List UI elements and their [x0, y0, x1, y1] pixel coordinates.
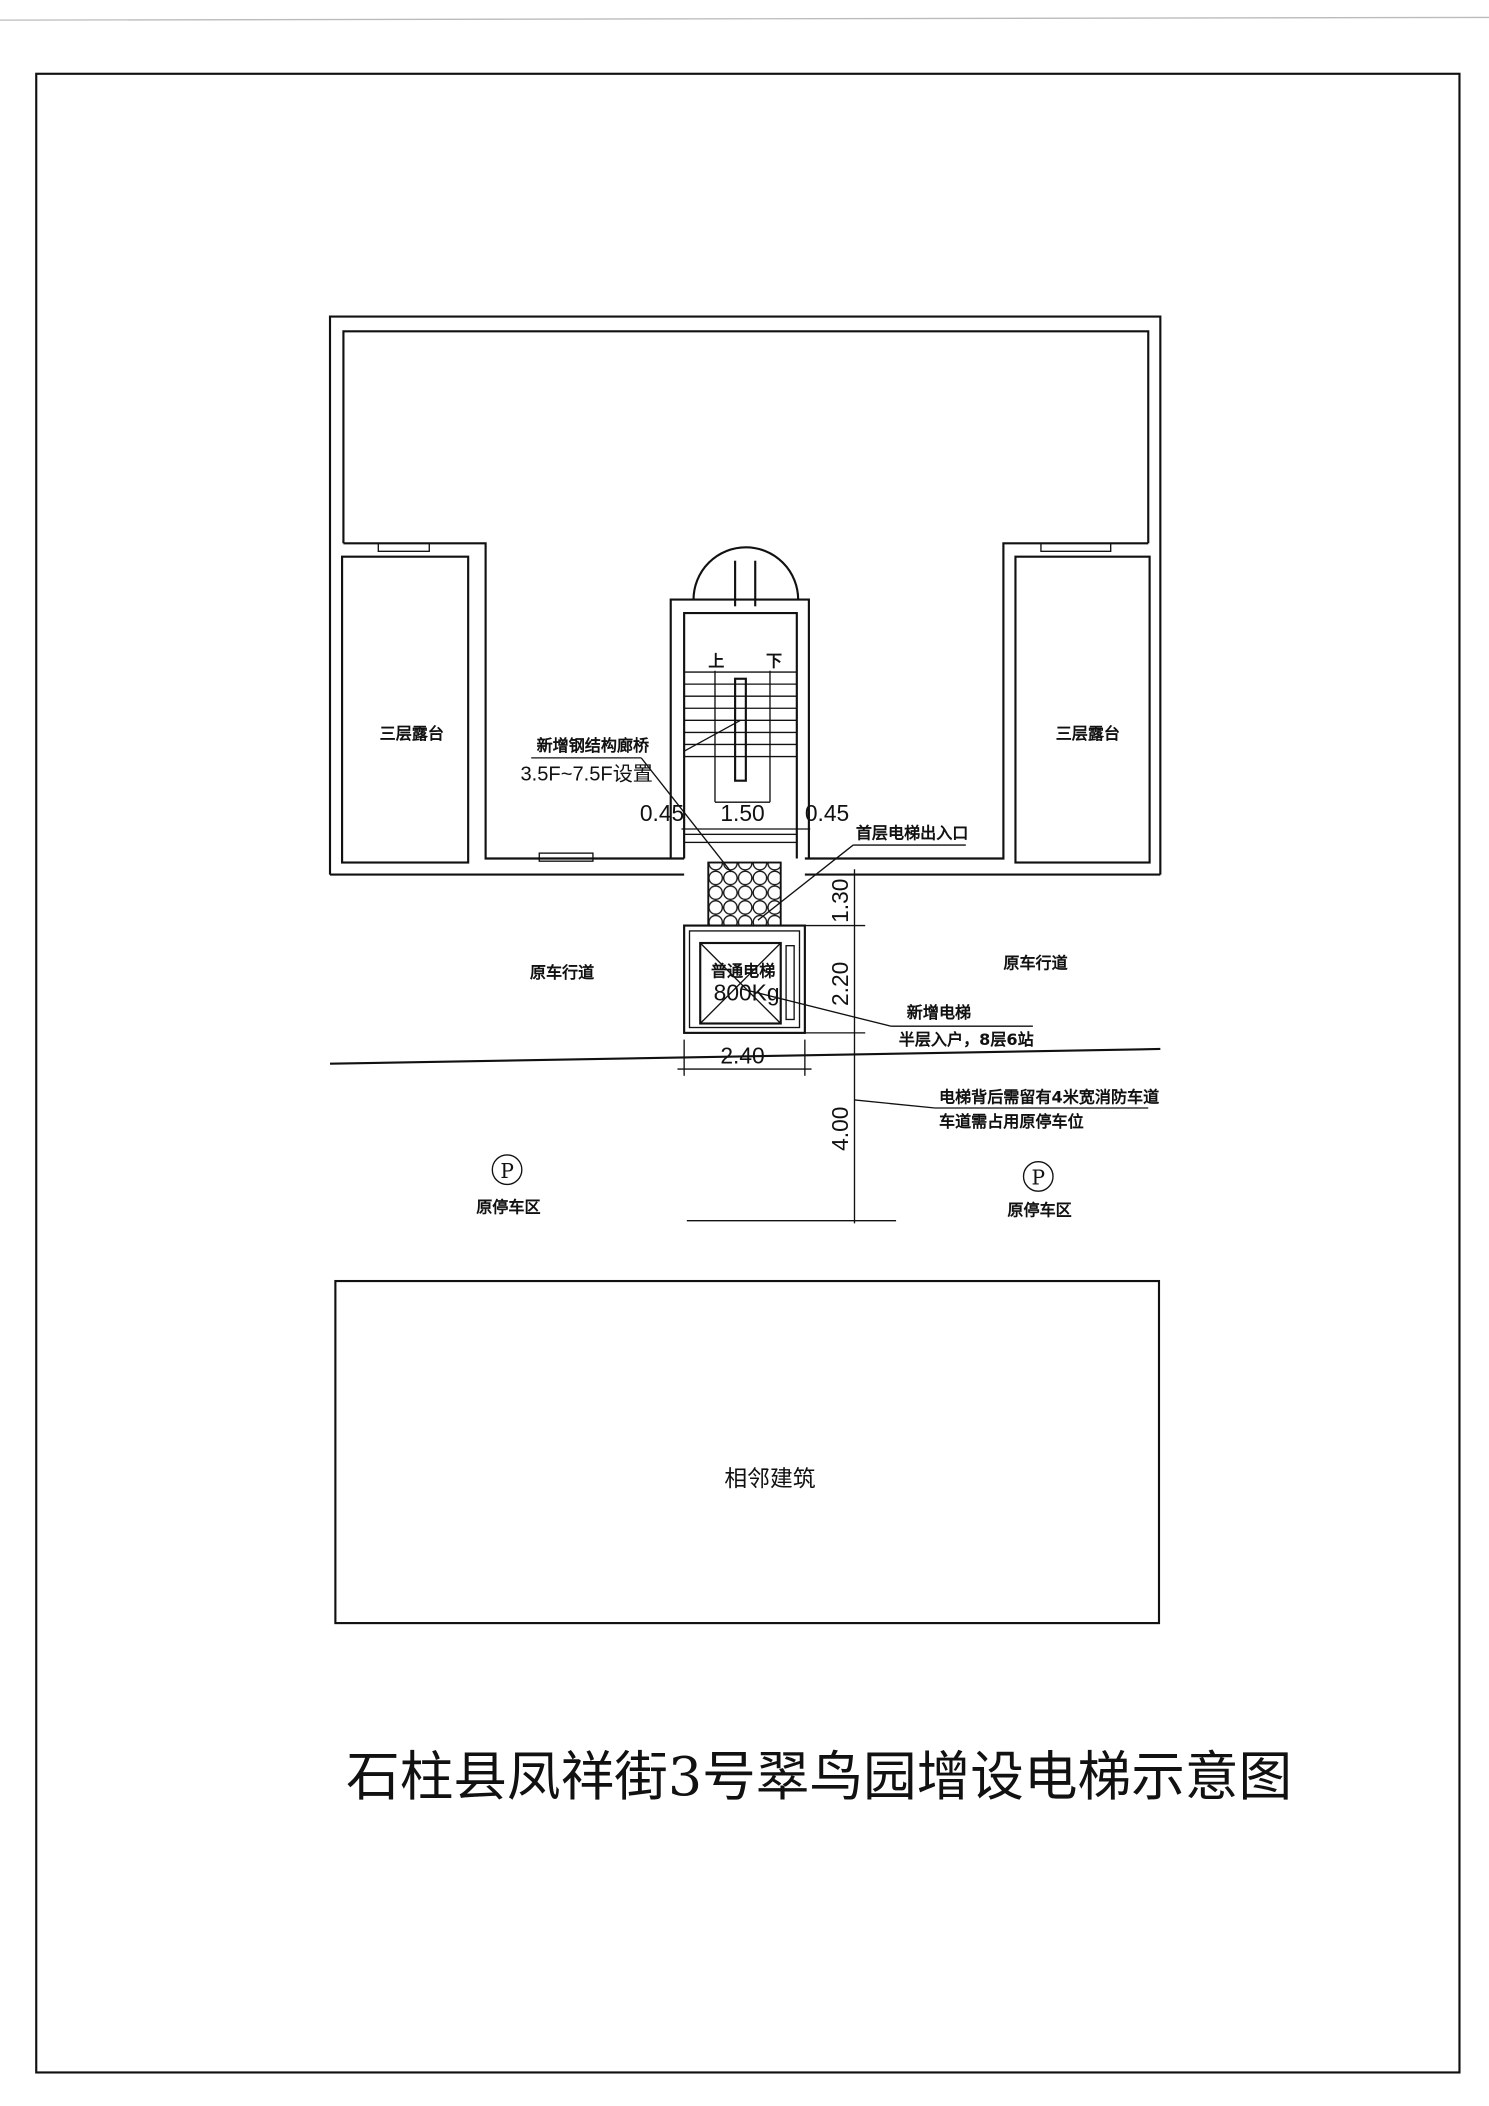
parking-icon-left [491, 1154, 523, 1186]
existing-building [328, 315, 1162, 876]
dim-elevator-width: 2.40 [720, 1043, 764, 1069]
parking-left-label: 原停车区 [476, 1198, 540, 1217]
parking-symbol-left: P [500, 1159, 514, 1183]
bridge-label: 新增钢结构廊桥 [537, 736, 650, 755]
stair-up-label: 上 [708, 652, 724, 671]
dim-stair-width: 1.50 [720, 800, 764, 826]
bridge-leader [640, 757, 732, 873]
drawing-title: 石柱县凤祥街3号翠鸟园增设电梯示意图 [346, 1745, 1292, 1808]
new-elevator [683, 924, 806, 1034]
fire-lane-leader [854, 1099, 936, 1109]
new-elevator-label: 新增电梯 [907, 1003, 971, 1022]
stair-tower [669, 546, 810, 859]
scan-edge [0, 16, 1489, 21]
dim-right-gap: 0.45 [805, 800, 849, 826]
dim-elevator-depth: 2.20 [827, 962, 853, 1006]
elevator-leader [740, 987, 891, 1027]
steel-bridge-hatch [707, 861, 782, 927]
fire-lane-note: 电梯背后需留有4米宽消防车道 [939, 1088, 1159, 1107]
drawing-frame [35, 72, 1461, 2074]
entrance-leader [757, 844, 854, 921]
parking-icon-right [1022, 1160, 1054, 1192]
elevator-load: 800Kg [714, 980, 780, 1006]
stair-treads [684, 671, 797, 758]
terrace-right-label: 三层露台 [1056, 724, 1120, 743]
elevator-type: 普通电梯 [711, 962, 775, 981]
dim-fire-lane: 4.00 [827, 1107, 853, 1151]
neighbor-building [334, 1279, 1161, 1625]
parking-use-note: 车道需占用原停车位 [939, 1112, 1084, 1131]
parking-right-label: 原停车区 [1007, 1200, 1071, 1219]
vertical-dimension [686, 869, 897, 1224]
entrance-label: 首层电梯出入口 [856, 823, 969, 842]
parking-symbol-right: P [1032, 1165, 1046, 1189]
stair-down-label: 下 [766, 652, 782, 671]
bridge-floors: 3.5F~7.5F设置 [520, 763, 652, 786]
road-right-label: 原车行道 [1003, 953, 1067, 972]
new-elevator-detail: 半层入户，8层6站 [899, 1030, 1034, 1049]
road-edge [329, 1047, 1161, 1065]
terrace-left-label: 三层露台 [380, 724, 444, 743]
dim-left-gap: 0.45 [640, 800, 684, 826]
dim-bridge-length: 1.30 [827, 879, 853, 923]
road-left-label: 原车行道 [530, 963, 594, 982]
neighbor-label: 相邻建筑 [724, 1466, 815, 1492]
